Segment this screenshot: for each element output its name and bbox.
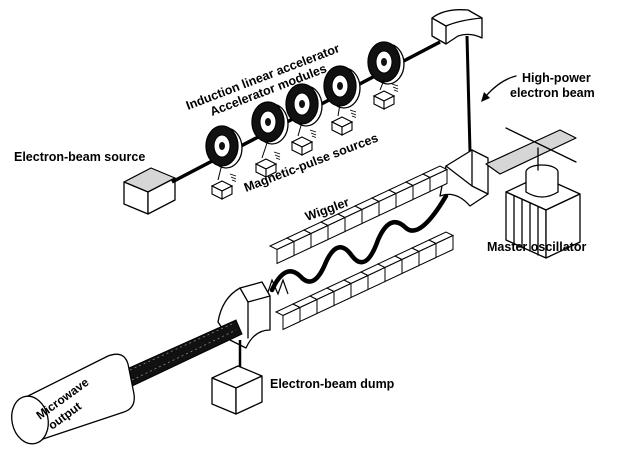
label-electron-beam-source: Electron-beam source <box>14 150 145 164</box>
magnetic-pulse-source <box>212 164 236 199</box>
master-oscillator <box>486 128 580 258</box>
accelerator-module <box>286 84 322 126</box>
accelerator-module <box>324 66 360 108</box>
label-master-oscillator: Master oscillator <box>487 240 586 254</box>
electron-beam-dump <box>212 340 262 414</box>
label-high-power-line1: High-power <box>522 71 591 85</box>
wiggler-magnet-block <box>270 238 294 264</box>
magnetic-pulse-source <box>332 104 356 135</box>
high-power-beam-line <box>467 36 470 152</box>
accelerator-module <box>368 42 404 84</box>
accelerator-module <box>206 126 242 168</box>
wiggler-magnet-block <box>276 304 300 330</box>
accelerator-module <box>252 102 288 144</box>
upper-bend-magnet <box>432 10 482 44</box>
label-high-power-line2: electron beam <box>510 86 595 100</box>
magnetic-pulse-source <box>292 122 316 155</box>
label-electron-beam-dump: Electron-beam dump <box>270 377 395 391</box>
electron-beam-source-box <box>124 168 175 214</box>
